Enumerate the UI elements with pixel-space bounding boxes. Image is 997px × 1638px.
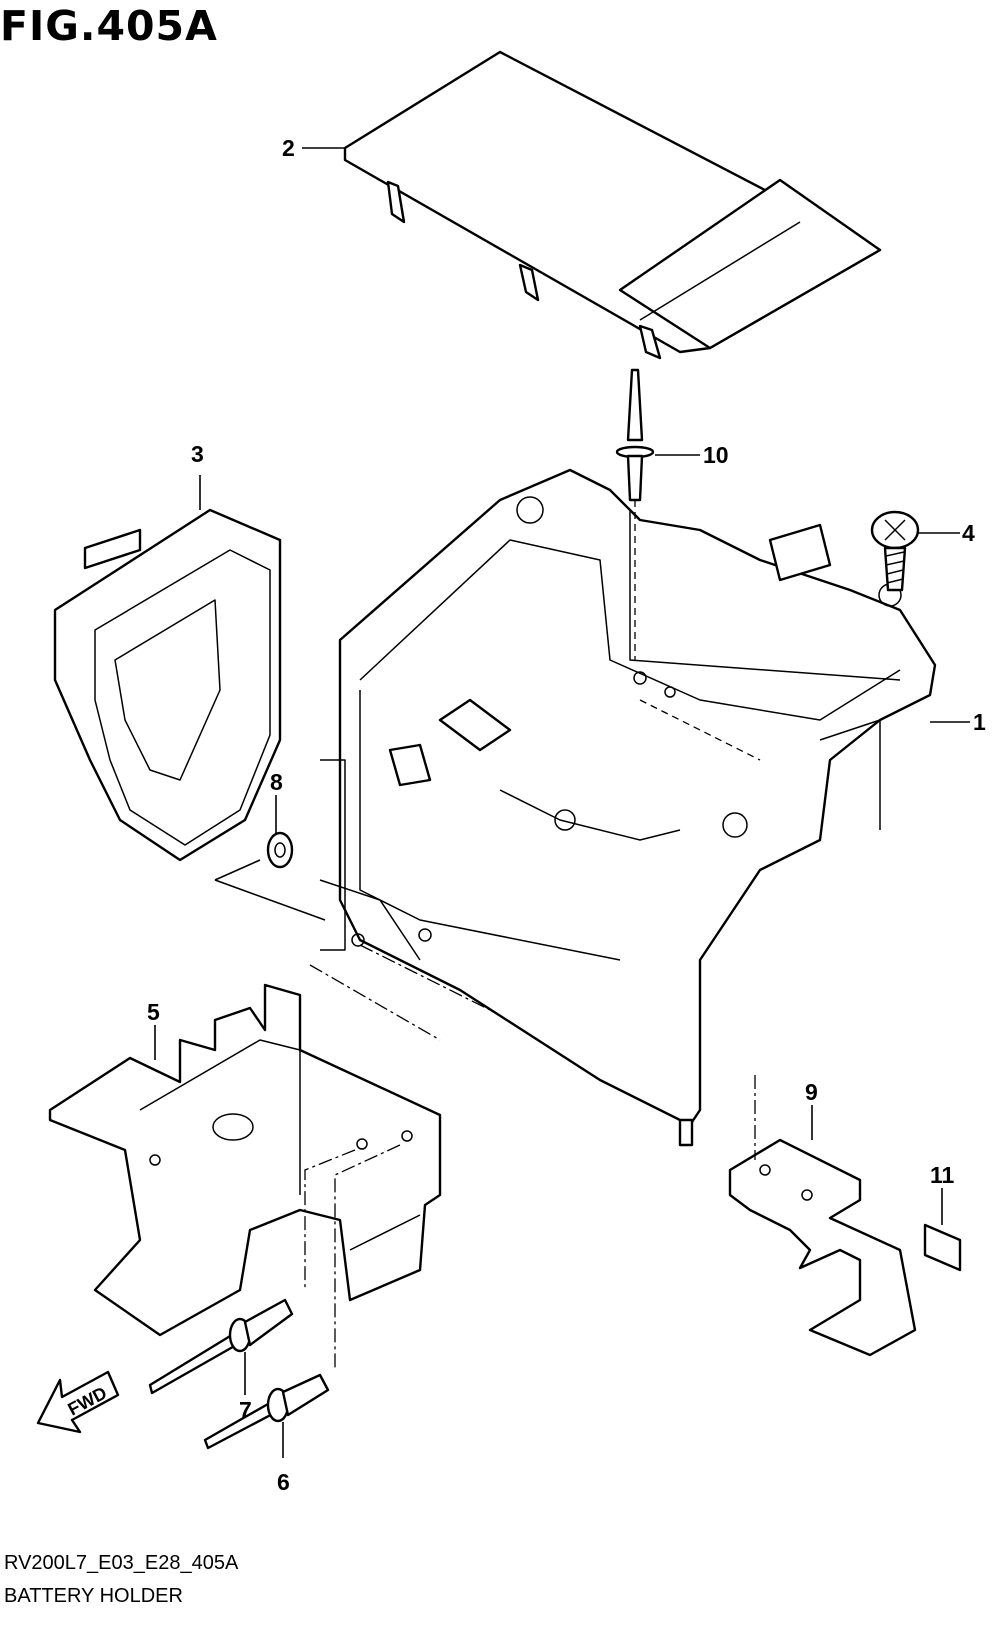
callout-2: 2	[282, 135, 295, 161]
part-7-rivet	[148, 1298, 294, 1395]
callout-8: 8	[270, 769, 283, 795]
callout-3: 3	[191, 441, 204, 467]
leader-lines	[154, 147, 970, 1458]
part-5-bracket	[48, 983, 442, 1337]
part-2-battery-cover	[343, 50, 882, 360]
part-1-battery-tray	[319, 468, 937, 1147]
callout-10: 10	[703, 442, 729, 468]
callout-4: 4	[962, 520, 975, 546]
part-9-bracket	[728, 1138, 917, 1357]
part-3-side-cover	[53, 508, 282, 862]
part-8-washer	[266, 831, 294, 869]
part-10-pin	[615, 368, 655, 502]
callout-11: 11	[930, 1162, 955, 1188]
figure-title: FIG.405A	[0, 2, 218, 50]
part-11-pad	[923, 1223, 962, 1272]
fwd-arrow: FWD	[36, 1370, 120, 1434]
part-6-rivet	[203, 1373, 330, 1450]
callout-9: 9	[805, 1079, 818, 1105]
callout-7: 7	[239, 1397, 252, 1423]
figure-code: RV200L7_E03_E28_405A	[4, 1552, 239, 1574]
callout-5: 5	[147, 999, 160, 1025]
figure-caption: BATTERY HOLDER	[4, 1585, 183, 1607]
callout-6: 6	[277, 1469, 290, 1495]
callout-1: 1	[973, 709, 986, 735]
part-4-bolt	[870, 510, 920, 592]
